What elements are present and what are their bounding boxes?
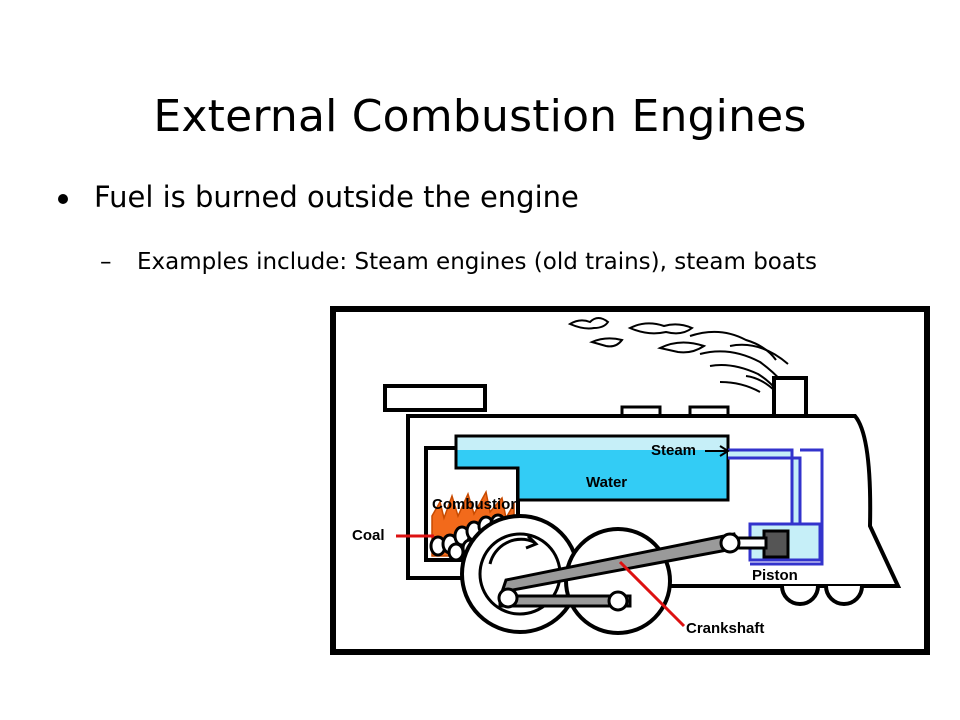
chimney [772, 376, 808, 418]
bullet-text: Fuel is burned outside the engine [94, 180, 579, 214]
steam-label: Steam [651, 442, 696, 459]
piston [762, 529, 790, 559]
dash-icon: – [100, 249, 112, 275]
steam-train-illustration: Steam Water Combustion Coal Piston Crank… [330, 306, 930, 655]
sub-bullet-text: Examples include: Steam engines (old tra… [137, 249, 817, 275]
crankshaft-label: Crankshaft [686, 620, 764, 637]
bullet-dot-icon [58, 194, 68, 204]
combustion-label: Combustion [432, 496, 520, 513]
steam-engine-diagram: Steam Water Combustion Coal Piston Crank… [330, 306, 930, 660]
crankshaft-pointer [618, 560, 686, 628]
coal-label: Coal [352, 527, 385, 544]
front-wheels [780, 585, 864, 606]
steam-space [456, 436, 728, 450]
sub-bullet-item: – Examples include: Steam engines (old t… [100, 243, 820, 281]
bullet-item: Fuel is burned outside the engine [58, 180, 579, 214]
water-label: Water [586, 474, 627, 491]
piston-label: Piston [752, 567, 798, 584]
slide-title: External Combustion Engines [153, 91, 807, 143]
drive-wheel-small [564, 527, 672, 635]
cab-roof [383, 384, 487, 412]
